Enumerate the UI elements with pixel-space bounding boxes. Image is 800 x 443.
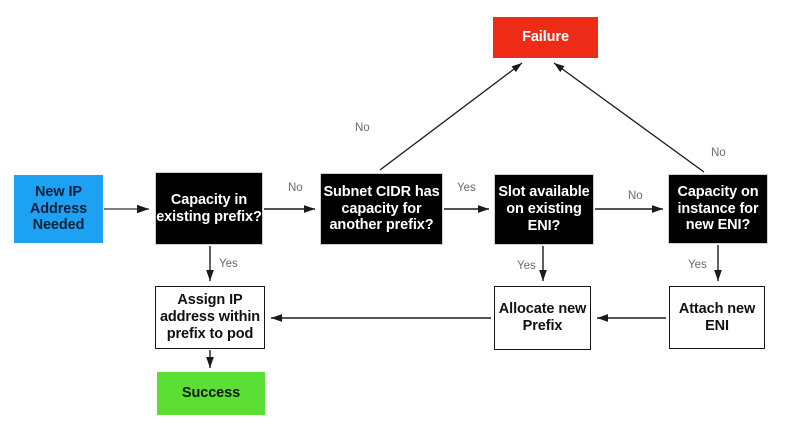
node-attach-new-eni[interactable]: Attach new ENI: [669, 286, 765, 349]
edge-label-subnet-cidr-yes: Yes: [457, 182, 476, 194]
node-subnet-cidr-has-capacity[interactable]: Subnet CIDR has capacity for another pre…: [320, 173, 443, 245]
edge-label-capacity-prefix-no: No: [288, 182, 303, 194]
edge-subnet-cidr-to-failure: [379, 62, 523, 171]
edge-label-capacity-instance-yes: Yes: [688, 259, 707, 271]
edge-label-slot-eni-yes: Yes: [517, 260, 536, 272]
edge-label-slot-eni-no: No: [628, 190, 643, 202]
node-assign-ip-address[interactable]: Assign IP address within prefix to pod: [155, 286, 265, 349]
node-failure[interactable]: Failure: [493, 17, 598, 58]
node-capacity-on-instance-for-new-eni[interactable]: Capacity on instance for new ENI?: [668, 174, 768, 244]
edge-capacity-instance-to-failure: [553, 62, 705, 173]
node-success[interactable]: Success: [157, 372, 265, 415]
edge-label-subnet-cidr-no: No: [355, 122, 370, 134]
node-slot-available-on-existing-eni[interactable]: Slot available on existing ENI?: [494, 174, 594, 245]
edge-label-capacity-instance-no: No: [711, 147, 726, 159]
node-capacity-in-existing-prefix[interactable]: Capacity in existing prefix?: [155, 172, 263, 245]
node-allocate-new-prefix[interactable]: Allocate new Prefix: [494, 286, 591, 350]
edge-label-capacity-prefix-yes: Yes: [219, 258, 238, 270]
node-new-ip-address-needed[interactable]: New IP Address Needed: [14, 175, 103, 243]
